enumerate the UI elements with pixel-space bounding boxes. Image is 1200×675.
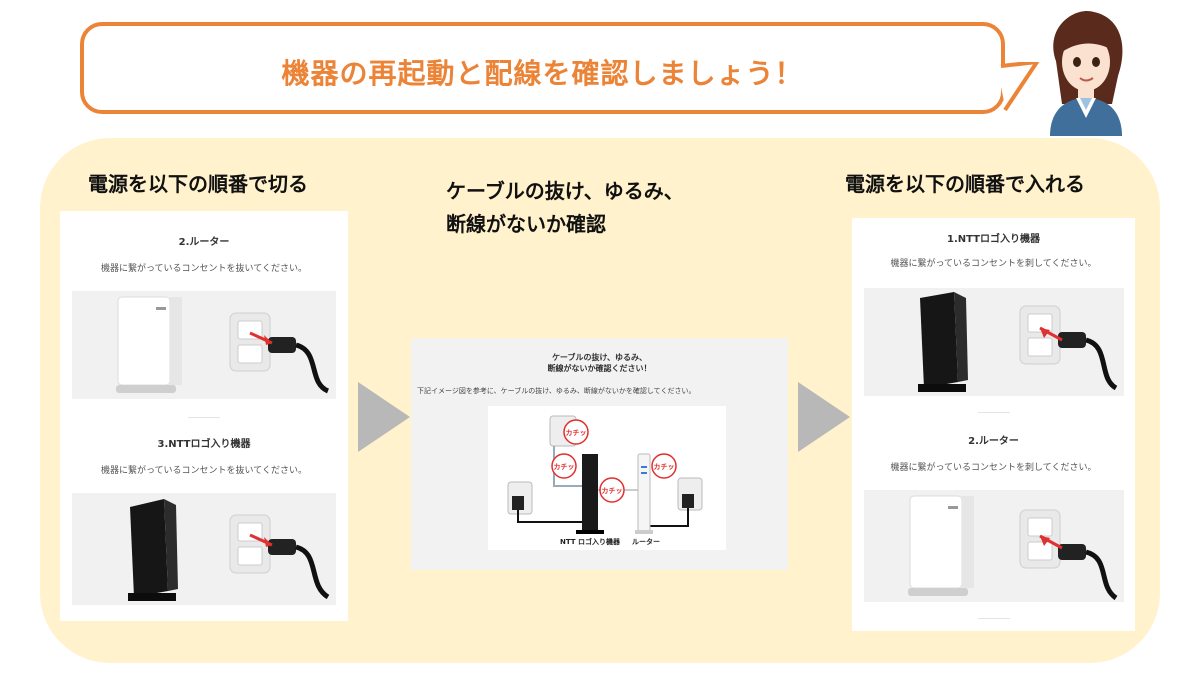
divider (188, 417, 220, 418)
right-step1-photo (864, 288, 1124, 396)
speech-bubble-tail (997, 62, 1039, 112)
wiring-diagram: カチッ カチッ カチッ カチッ NTT ロゴ入り機器 ルーター (488, 406, 726, 550)
label-router: ルーター (632, 537, 660, 546)
middle-card-text: 下記イメージ図を参考に、ケーブルの抜け、ゆるみ、断線がないかを確認してください。 (417, 387, 696, 395)
right-step2-text: 機器に繋がっているコンセントを刺してください。 (890, 463, 1097, 473)
power-plug-icon (268, 539, 330, 600)
router-white-icon (635, 453, 653, 534)
ntt-device-black-icon (128, 499, 178, 601)
middle-heading-line2: 断線がないか確認 (446, 212, 606, 236)
power-plug-icon (1058, 544, 1118, 601)
power-plug-icon (268, 337, 330, 394)
power-plug-icon (512, 496, 524, 510)
label-ntt-device: NTT ロゴ入り機器 (560, 537, 621, 546)
middle-card: ケーブルの抜け、ゆるみ、 断線がないか確認ください！ 下記イメージ図を参考に、ケ… (411, 338, 788, 570)
right-step2-title: 2.ルーター (968, 436, 1019, 447)
banner-title: 機器の再起動と配線を確認しましょう！ (281, 57, 804, 90)
left-step1-text: 機器に繋がっているコンセントを抜いてください。 (100, 264, 307, 274)
click-callout-3: カチッ (599, 477, 625, 503)
middle-card-title-line1: ケーブルの抜け、ゆるみ、 (551, 353, 648, 362)
right-step2-photo (864, 490, 1124, 602)
right-heading: 電源を以下の順番で入れる (845, 172, 1085, 196)
divider (978, 412, 1010, 413)
power-plug-icon (1058, 332, 1118, 391)
wall-outlet-icon (229, 514, 271, 574)
speech-bubble: 機器の再起動と配線を確認しましょう！ (80, 22, 1005, 114)
right-step1-title: 1.NTTロゴ入り機器 (947, 234, 1040, 245)
middle-heading-line1: ケーブルの抜け、ゆるみ、 (446, 179, 684, 203)
ntt-device-black-icon (918, 292, 968, 392)
click-callout-1: カチッ (563, 419, 589, 445)
wall-outlet-icon (1019, 305, 1061, 365)
router-white-icon (908, 495, 974, 596)
router-white-icon (116, 296, 182, 393)
click-callout-2: カチッ (551, 453, 577, 479)
right-card: 1.NTTロゴ入り機器 機器に繋がっているコンセントを刺してください。 2.ルー… (852, 218, 1135, 631)
power-plug-icon (682, 494, 694, 508)
left-step1-photo (72, 291, 336, 399)
right-step1-text: 機器に繋がっているコンセントを刺してください。 (890, 259, 1097, 269)
arrow-right-icon (798, 382, 850, 452)
left-step2-title: 3.NTTロゴ入り機器 (157, 439, 251, 450)
middle-heading: ケーブルの抜け、ゆるみ、 断線がないか確認 (446, 175, 684, 241)
ntt-device-black-icon (576, 454, 604, 534)
wall-outlet-icon (229, 312, 271, 372)
left-step1-title: 2.ルーター (178, 237, 230, 248)
avatar-woman-icon (1050, 10, 1123, 136)
svg-text:カチッ: カチッ (602, 487, 623, 495)
left-card: 2.ルーター 機器に繋がっているコンセントを抜いてください。 3.NTTロゴ入り (60, 211, 348, 621)
arrow-right-icon (358, 382, 410, 452)
wall-outlet-icon (1019, 509, 1061, 569)
left-step2-photo (72, 493, 336, 605)
divider (978, 618, 1010, 619)
svg-text:カチッ: カチッ (554, 463, 575, 471)
left-heading: 電源を以下の順番で切る (88, 172, 308, 196)
middle-card-title: ケーブルの抜け、ゆるみ、 断線がないか確認ください！ (411, 352, 788, 374)
left-step2-text: 機器に繋がっているコンセントを抜いてください。 (100, 466, 307, 476)
click-callout-4: カチッ (651, 453, 677, 479)
middle-card-title-line2: 断線がないか確認ください！ (547, 364, 652, 373)
svg-text:カチッ: カチッ (566, 429, 587, 437)
svg-text:カチッ: カチッ (654, 463, 675, 471)
